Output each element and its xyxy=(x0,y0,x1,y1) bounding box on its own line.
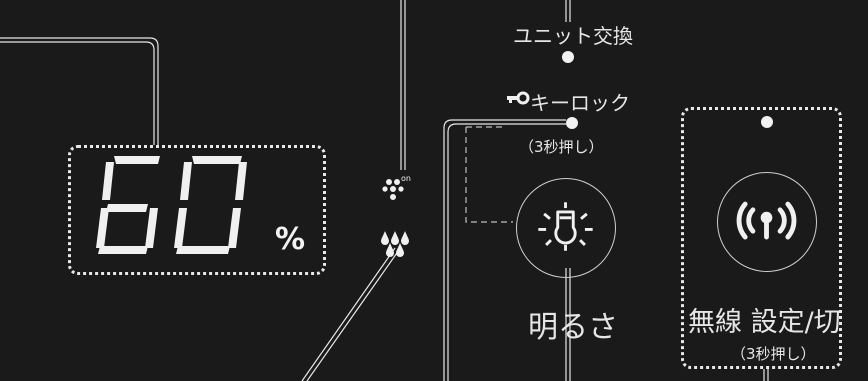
wireless-indicator xyxy=(761,116,773,128)
wireless-setting-label: 無線 設定/切 xyxy=(688,307,841,338)
wireless-signal-icon xyxy=(736,201,797,240)
wireless-hold-note: （3秒押し） xyxy=(731,345,816,363)
mist-on-badge: on xyxy=(401,174,411,183)
key-lock-label: キーロック xyxy=(530,91,630,115)
wireless-setting-button[interactable] xyxy=(717,172,817,272)
lightbulb-icon xyxy=(538,202,593,251)
humidity-display-frame xyxy=(68,145,326,275)
humidity-digits xyxy=(96,156,247,254)
key-icon xyxy=(507,91,530,105)
mist-dots-icon: on xyxy=(382,174,411,200)
unit-change-label: ユニット交換 xyxy=(513,24,633,48)
humidity-unit: % xyxy=(275,222,306,257)
water-drops-icon xyxy=(381,231,409,257)
wireless-setting-frame xyxy=(681,107,842,369)
key-lock-hold-note: （3秒押し） xyxy=(519,138,604,156)
key-lock-indicator xyxy=(566,117,578,129)
brightness-button[interactable] xyxy=(516,178,616,278)
brightness-label: 明るさ xyxy=(528,310,618,345)
unit-change-indicator xyxy=(562,51,574,63)
